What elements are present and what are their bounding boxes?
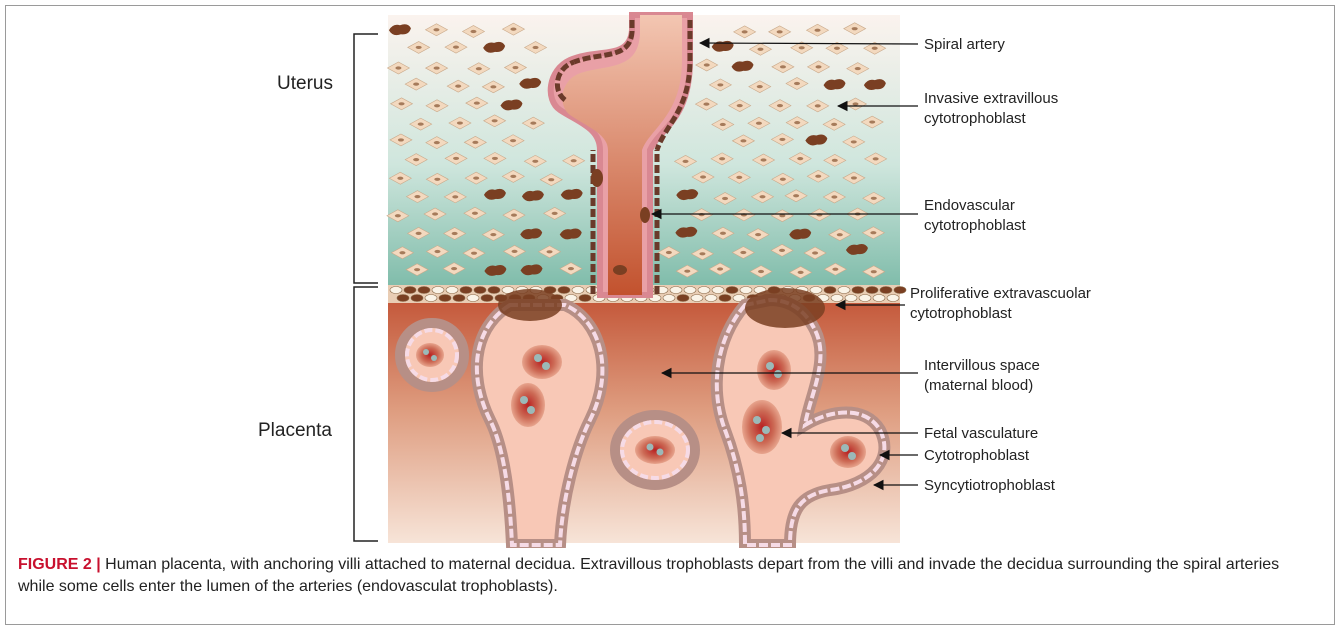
boundary-cell [880, 287, 892, 294]
villus-middle-floating [615, 415, 695, 485]
placenta-label: Placenta [258, 420, 332, 441]
boundary-cell [404, 287, 416, 294]
cell-column-left [498, 289, 562, 321]
boundary-cell [467, 295, 479, 302]
boundary-cell [684, 287, 696, 294]
boundary-cell [663, 295, 675, 302]
boundary-cell [719, 295, 731, 302]
label-spiral-artery: Spiral artery [924, 36, 1005, 53]
label-intervillous-1: Intervillous space [924, 357, 1040, 374]
boundary-cell [432, 287, 444, 294]
boundary-cell [824, 287, 836, 294]
boundary-cell [390, 287, 402, 294]
boundary-cell [453, 295, 465, 302]
boundary-cell [425, 295, 437, 302]
boundary-cell [740, 287, 752, 294]
boundary-cell [873, 295, 885, 302]
boundary-cell [698, 287, 710, 294]
caption-text: Human placenta, with anchoring villi att… [18, 556, 1279, 595]
boundary-cell [488, 287, 500, 294]
label-proliferative-1: Proliferative extravascuolar [910, 285, 1091, 302]
label-invasive-2: cytotrophoblast [924, 110, 1027, 127]
uterus-label: Uterus [277, 73, 333, 94]
cell-column-right [745, 288, 825, 328]
boundary-cell [691, 295, 703, 302]
placenta-diagram: Uterus Placenta Spiral artery Invasive e… [0, 0, 1342, 548]
boundary-cell [866, 287, 878, 294]
label-proliferative-2: cytotrophoblast [910, 305, 1013, 322]
placenta-bracket [354, 287, 378, 541]
label-endovascular-1: Endovascular [924, 197, 1015, 214]
boundary-cell [810, 287, 822, 294]
boundary-cell [705, 295, 717, 302]
villus-left-floating [400, 323, 464, 387]
boundary-cell [838, 287, 850, 294]
label-invasive-1: Invasive extravillous [924, 90, 1058, 107]
uterus-bracket [354, 34, 378, 283]
boundary-cell [411, 295, 423, 302]
boundary-cell [677, 295, 689, 302]
boundary-cell [579, 295, 591, 302]
boundary-cell [418, 287, 430, 294]
boundary-cell [726, 287, 738, 294]
boundary-cell [670, 287, 682, 294]
boundary-cell [831, 295, 843, 302]
boundary-cell [481, 295, 493, 302]
boundary-cell [446, 287, 458, 294]
boundary-cell [712, 287, 724, 294]
boundary-cell [474, 287, 486, 294]
boundary-cell [397, 295, 409, 302]
boundary-cell [572, 287, 584, 294]
figure-number: FIGURE 2 | [18, 556, 101, 573]
figure-caption: FIGURE 2 | Human placenta, with anchorin… [18, 554, 1318, 598]
boundary-cell [859, 295, 871, 302]
label-syncytiotrophoblast: Syncytiotrophoblast [924, 477, 1056, 494]
label-endovascular-2: cytotrophoblast [924, 217, 1027, 234]
label-intervillous-2: (maternal blood) [924, 377, 1033, 394]
label-fetal-vasculature: Fetal vasculature [924, 425, 1038, 442]
boundary-cell [852, 287, 864, 294]
boundary-cell [887, 295, 899, 302]
boundary-cell [894, 287, 906, 294]
boundary-cell [845, 295, 857, 302]
boundary-cell [460, 287, 472, 294]
label-cytotrophoblast: Cytotrophoblast [924, 447, 1030, 464]
boundary-cell [558, 287, 570, 294]
boundary-cell [439, 295, 451, 302]
